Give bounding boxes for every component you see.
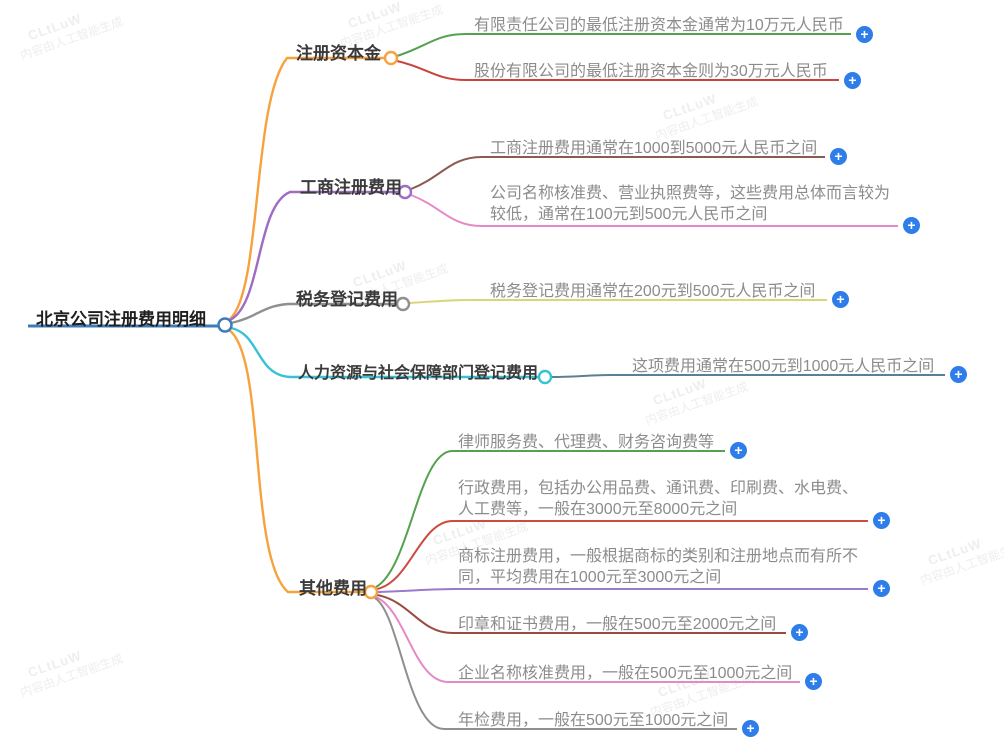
- expand-icon[interactable]: +: [856, 26, 873, 43]
- expand-icon[interactable]: +: [873, 580, 890, 597]
- expand-icon[interactable]: +: [950, 366, 967, 383]
- leaf-trademark-fees[interactable]: 商标注册费用，一般根据商标的类别和注册地点而有所不同，平均费用在1000元至30…: [458, 548, 859, 586]
- branch-hr-social-security-fee[interactable]: 人力资源与社会保障部门登记费用: [298, 365, 539, 382]
- leaf-min-capital-llc[interactable]: 有限责任公司的最低注册资本金通常为10万元人民币: [474, 17, 844, 34]
- leaf-business-registration-range[interactable]: 工商注册费用通常在1000到5000元人民币之间: [490, 140, 818, 157]
- expand-icon[interactable]: +: [805, 673, 822, 690]
- leaf-min-capital-jsc[interactable]: 股份有限公司的最低注册资本金则为30万元人民币: [474, 63, 828, 80]
- root-node[interactable]: 北京公司注册费用明细: [36, 310, 206, 329]
- expand-icon[interactable]: +: [730, 442, 747, 459]
- leaf-name-approval-fees[interactable]: 企业名称核准费用，一般在500元至1000元之间: [458, 665, 793, 682]
- leaf-seal-certificate-fees[interactable]: 印章和证书费用，一般在500元至2000元之间: [458, 616, 777, 633]
- expand-icon[interactable]: +: [903, 217, 920, 234]
- leaf-hr-registration-range[interactable]: 这项费用通常在500元到1000元人民币之间: [632, 358, 935, 375]
- leaf-annual-inspection-fees[interactable]: 年检费用，一般在500元至1000元之间: [458, 712, 729, 729]
- branch-tax-registration-fee[interactable]: 税务登记费用: [296, 290, 398, 309]
- branch-business-registration-fee[interactable]: 工商注册费用: [300, 178, 402, 197]
- leaf-tax-registration-range[interactable]: 税务登记费用通常在200元到500元人民币之间: [490, 283, 816, 300]
- expand-icon[interactable]: +: [832, 291, 849, 308]
- leaf-admin-fees[interactable]: 行政费用，包括办公用品费、通讯费、印刷费、水电费、人工费等，一般在3000元至8…: [458, 480, 859, 518]
- branch-registered-capital[interactable]: 注册资本金: [296, 44, 381, 63]
- leaf-name-approval-license[interactable]: 公司名称核准费、营业执照费等，这些费用总体而言较为较低，通常在100元到500元…: [490, 185, 891, 223]
- expand-icon[interactable]: +: [791, 624, 808, 641]
- expand-icon[interactable]: +: [830, 148, 847, 165]
- expand-icon[interactable]: +: [873, 512, 890, 529]
- expand-icon[interactable]: +: [844, 72, 861, 89]
- leaf-lawyer-agency-fees[interactable]: 律师服务费、代理费、财务咨询费等: [458, 434, 715, 451]
- branch-other-fees[interactable]: 其他费用: [299, 579, 367, 598]
- expand-icon[interactable]: +: [742, 720, 759, 737]
